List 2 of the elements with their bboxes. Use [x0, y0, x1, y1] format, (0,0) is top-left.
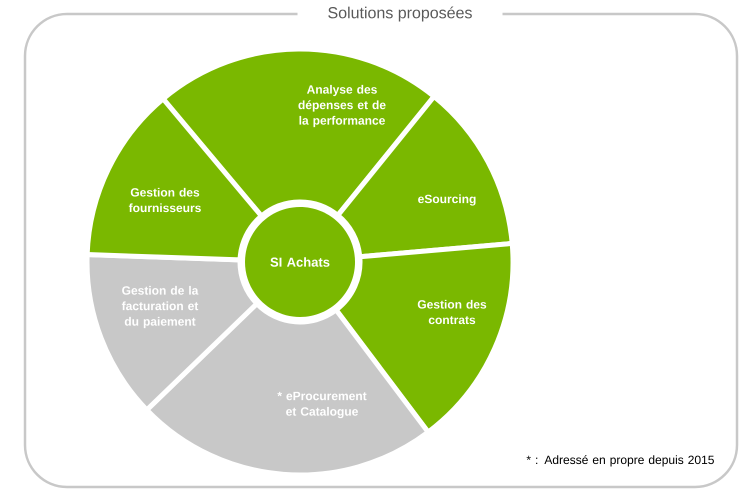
wheel-segment: Gestion des fournisseurs [84, 96, 264, 262]
footnote: * : Adressé en propre depuis 2015 [526, 455, 714, 466]
